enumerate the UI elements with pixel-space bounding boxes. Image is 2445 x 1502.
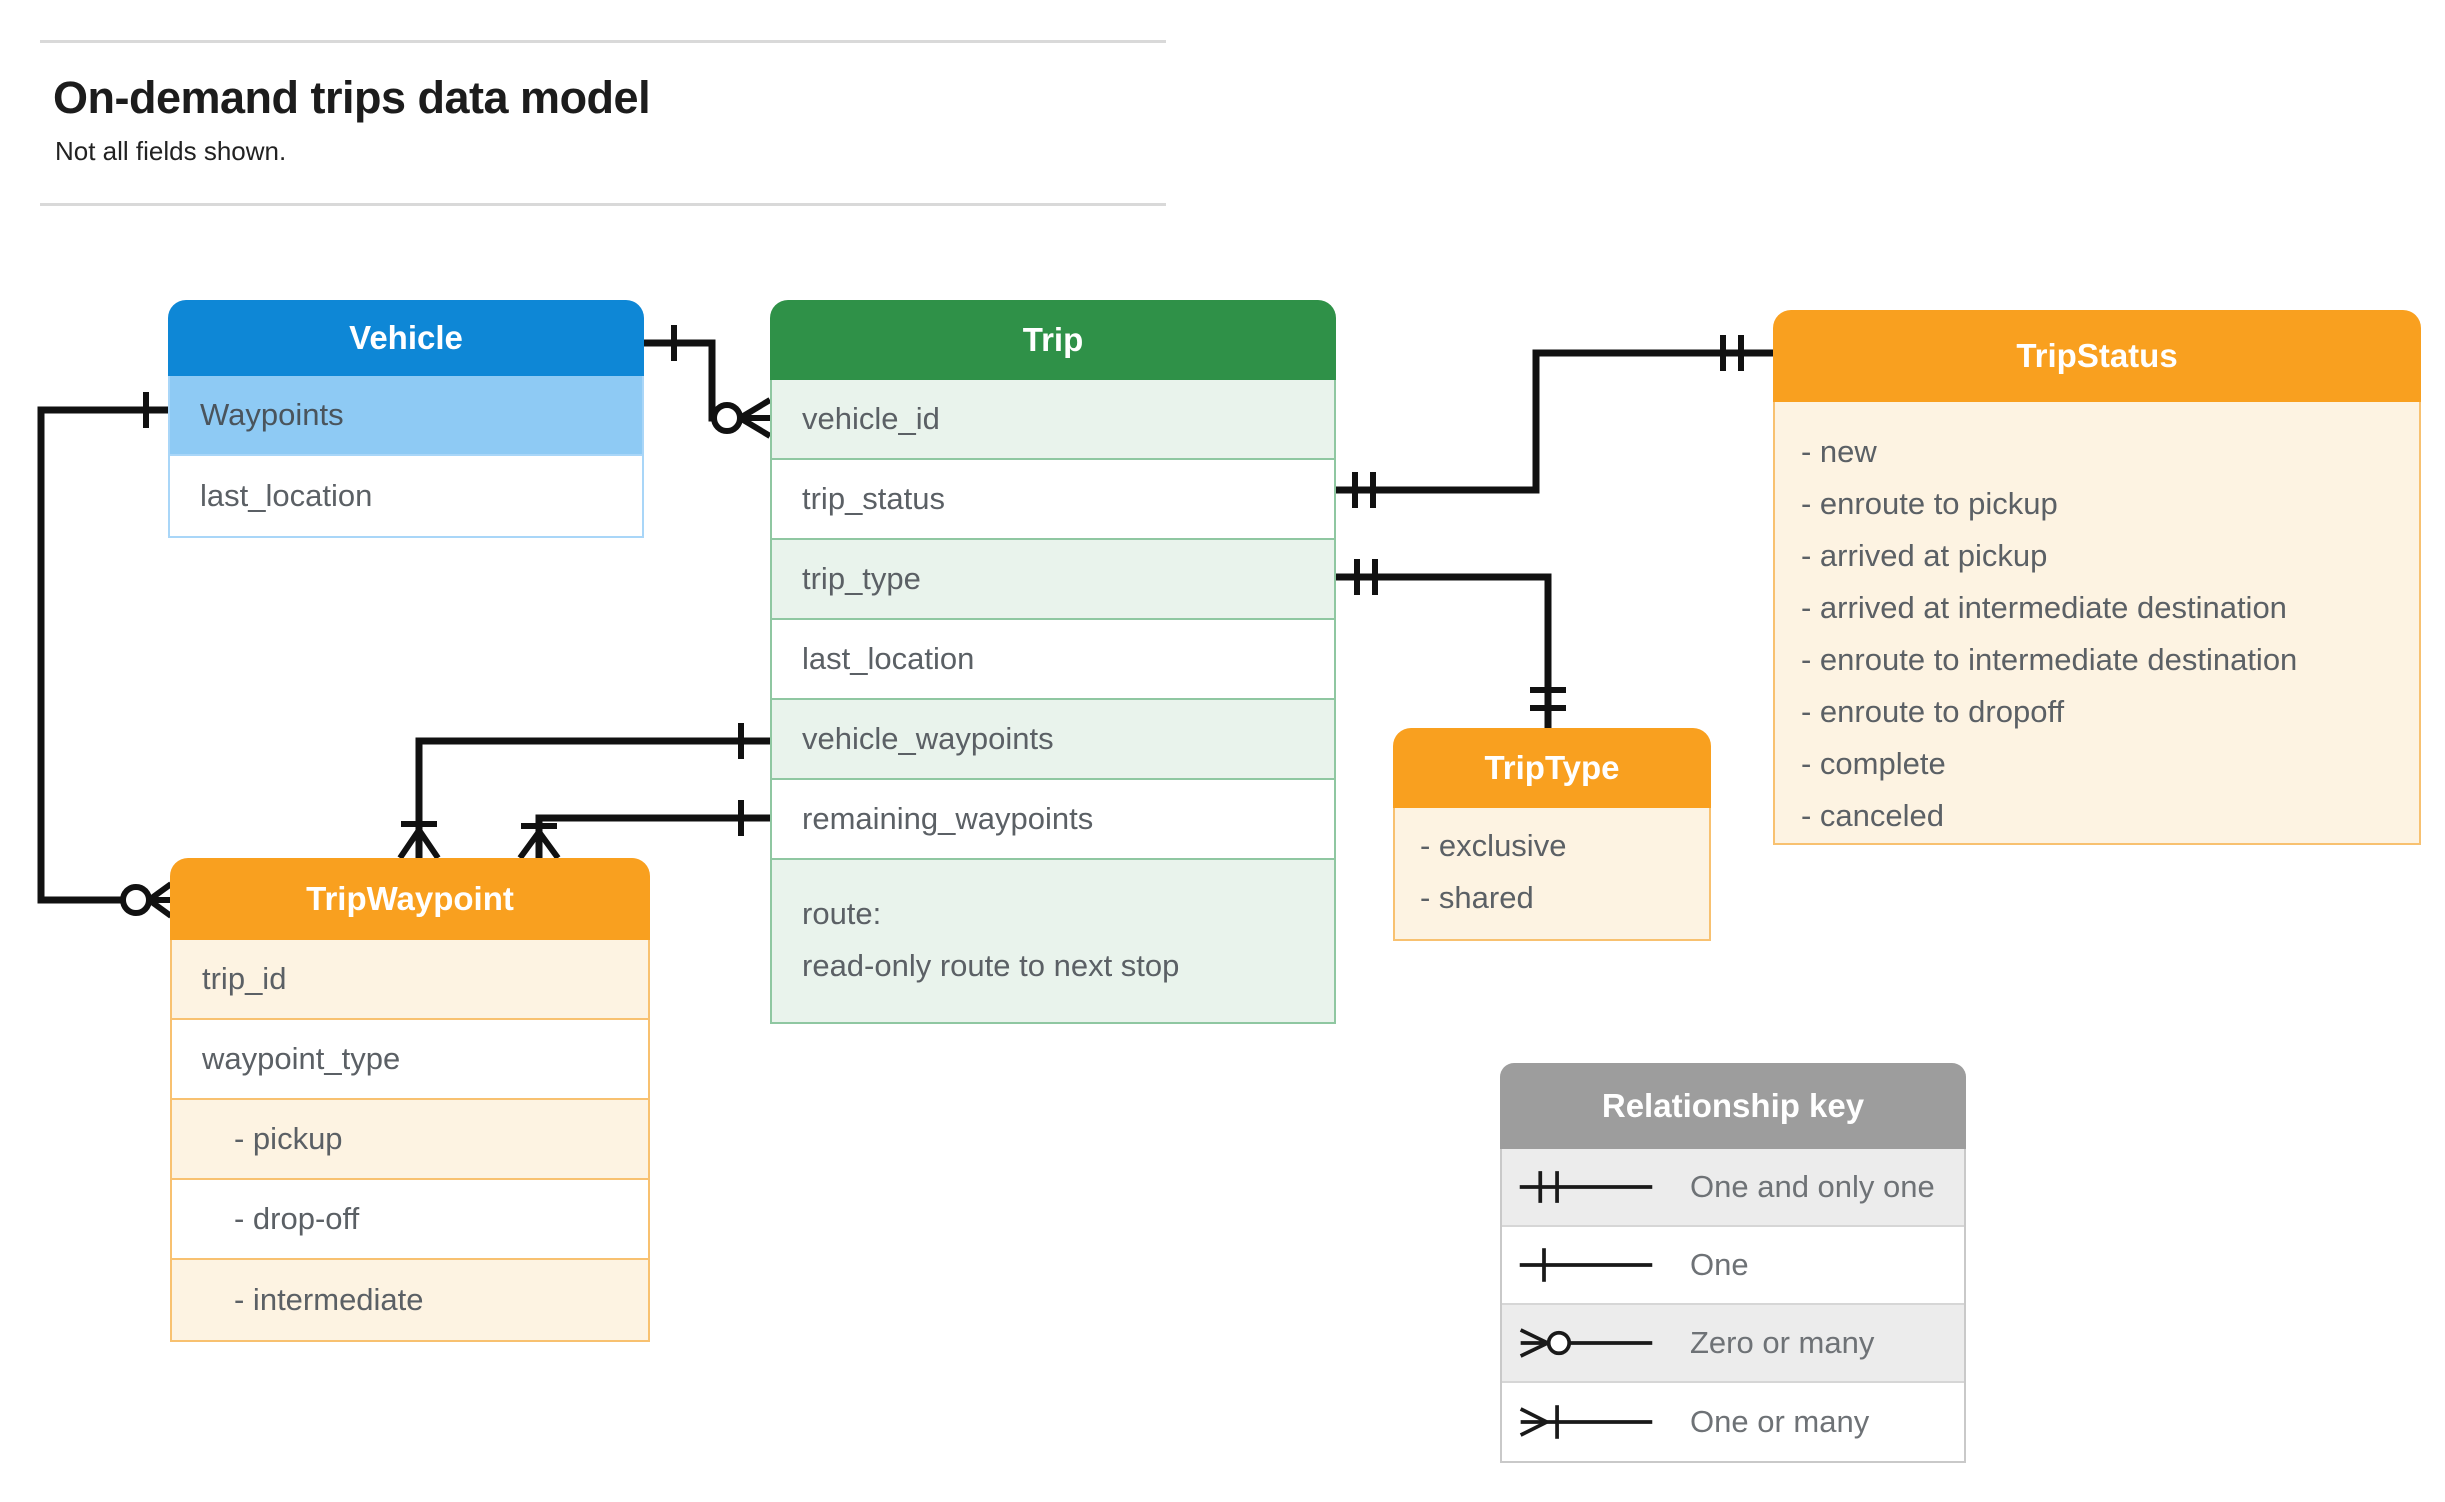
- key-row-one-or-many: One or many: [1502, 1383, 1964, 1461]
- entity-tripwaypoint-row-trip-id: trip_id: [172, 940, 648, 1020]
- tripstatus-value: - enroute to dropoff: [1801, 694, 2065, 729]
- entity-tripwaypoint: TripWaypoint trip_id waypoint_type - pic…: [170, 858, 650, 1342]
- zero-or-many-icon: [120, 881, 173, 919]
- page-subtitle: Not all fields shown.: [55, 136, 287, 166]
- tripstatus-value: - canceled: [1801, 798, 1945, 833]
- connector-trip-tripstatus: [1336, 335, 1773, 508]
- entity-trip-row-remaining-waypoints: remaining_waypoints: [772, 780, 1334, 860]
- zero-or-many-icon: [1519, 1328, 1653, 1358]
- entity-trip-header: Trip: [770, 300, 1336, 380]
- key-label: One and only one: [1690, 1169, 1935, 1204]
- top-divider: [40, 40, 1166, 43]
- tripstatus-value: - complete: [1801, 746, 1946, 781]
- connector-vehicle-tripwaypoint: [37, 392, 173, 919]
- entity-trip-row-vehicle-waypoints: vehicle_waypoints: [772, 700, 1334, 780]
- one-icon: [1519, 1248, 1653, 1282]
- key-label: One: [1690, 1247, 1749, 1282]
- tripstatus-value: - arrived at intermediate destination: [1801, 590, 2287, 625]
- tripstatus-value: - new: [1801, 434, 1877, 469]
- entity-vehicle: Vehicle Waypoints last_location: [168, 300, 644, 538]
- one-or-many-icon: [1519, 1405, 1653, 1439]
- connector-trip-tripwaypoint-vehicle-waypoints: [397, 723, 770, 860]
- entity-trip: Trip vehicle_id trip_status trip_type la…: [770, 300, 1336, 1024]
- tripstatus-value: - enroute to intermediate destination: [1801, 642, 2298, 677]
- entity-triptype-header: TripType: [1393, 728, 1711, 808]
- connector-trip-triptype: [1336, 559, 1566, 728]
- one-and-only-one-icon: [1519, 1171, 1653, 1203]
- entity-tripwaypoint-row-intermediate: - intermediate: [172, 1260, 648, 1340]
- one-or-many-icon: [397, 821, 441, 860]
- entity-trip-row-vehicle-id: vehicle_id: [772, 380, 1334, 460]
- entity-tripstatus: TripStatus - new - enroute to pickup - a…: [1773, 310, 2421, 845]
- key-label: Zero or many: [1690, 1325, 1875, 1360]
- entity-vehicle-row-last-location: last_location: [200, 478, 373, 513]
- title-divider: [40, 203, 1166, 206]
- entity-trip-row-route: route: read-only route to next stop: [772, 860, 1334, 1022]
- triptype-value: - exclusive: [1420, 828, 1567, 863]
- key-row-zero-or-many: Zero or many: [1502, 1305, 1964, 1383]
- entity-vehicle-row-waypoints: Waypoints: [170, 376, 642, 456]
- tripstatus-value: - enroute to pickup: [1801, 486, 2058, 521]
- connector-vehicle-trip: [644, 325, 772, 439]
- entity-triptype: TripType - exclusive - shared: [1393, 728, 1711, 941]
- key-row-one-and-only-one: One and only one: [1502, 1149, 1964, 1227]
- entity-tripwaypoint-row-drop-off: - drop-off: [172, 1180, 648, 1260]
- page-title: On-demand trips data model: [53, 72, 651, 123]
- entity-vehicle-header: Vehicle: [168, 300, 644, 376]
- key-row-one: One: [1502, 1227, 1964, 1305]
- one-or-many-icon: [517, 823, 561, 860]
- entity-trip-row-trip-status: trip_status: [772, 460, 1334, 540]
- entity-tripwaypoint-header: TripWaypoint: [170, 858, 650, 940]
- entity-tripstatus-header: TripStatus: [1773, 310, 2421, 402]
- tripstatus-value: - arrived at pickup: [1801, 538, 2048, 573]
- key-label: One or many: [1690, 1404, 1870, 1439]
- triptype-value: - shared: [1420, 880, 1534, 915]
- entity-trip-row-trip-type: trip_type: [772, 540, 1334, 620]
- route-line-1: route:: [802, 896, 882, 931]
- route-line-2: read-only route to next stop: [802, 948, 1180, 983]
- entity-tripwaypoint-row-pickup: - pickup: [172, 1100, 648, 1180]
- relationship-key-header: Relationship key: [1500, 1063, 1966, 1149]
- zero-or-many-icon: [711, 397, 772, 439]
- entity-tripwaypoint-row-waypoint-type: waypoint_type: [172, 1020, 648, 1100]
- entity-trip-row-last-location: last_location: [772, 620, 1334, 700]
- relationship-key: Relationship key One and only one: [1500, 1063, 1966, 1463]
- connector-trip-tripwaypoint-remaining-waypoints: [517, 800, 770, 860]
